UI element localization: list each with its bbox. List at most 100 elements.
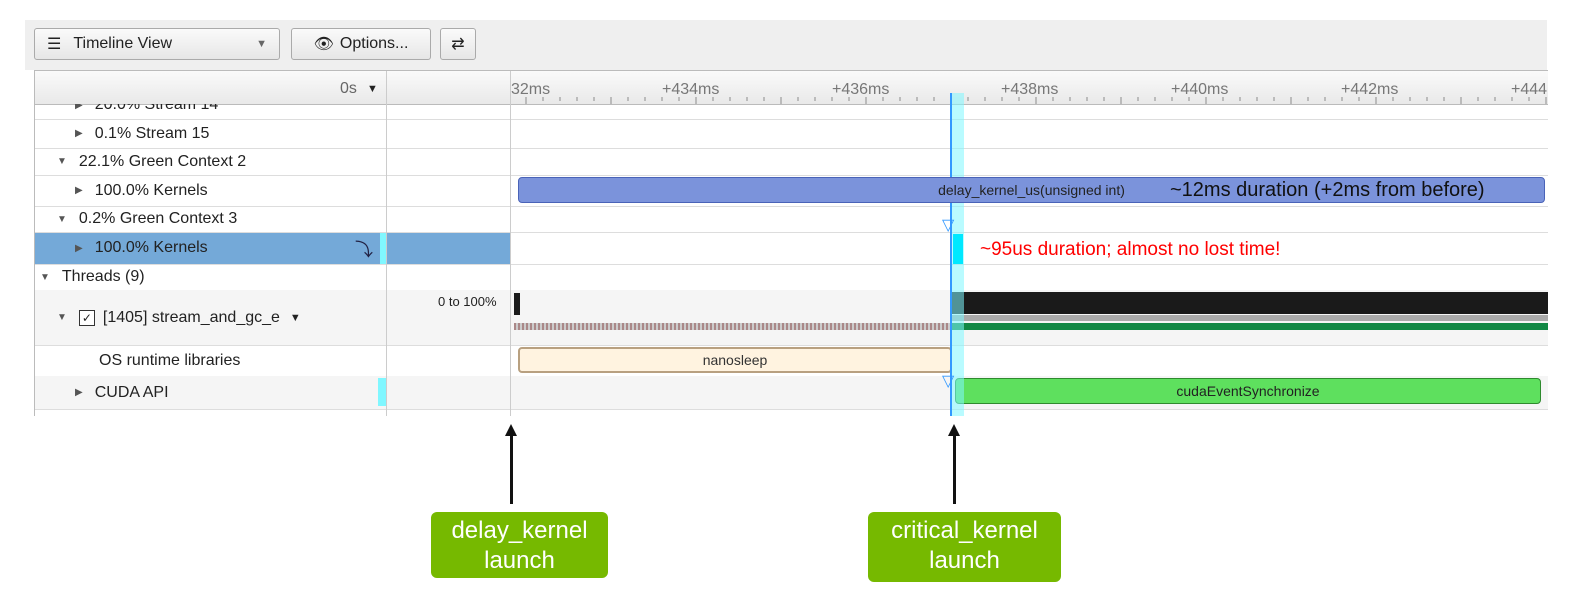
- tick-mark: [1205, 97, 1207, 104]
- row-label: 0.2% Green Context 3: [78, 210, 238, 227]
- tick-mark: [916, 97, 918, 101]
- menu-icon: ☰: [47, 36, 62, 53]
- row-threads[interactable]: ▼Threads (9): [35, 264, 1548, 291]
- options-label: Options...: [339, 35, 409, 52]
- arrow-up-icon: [948, 424, 960, 436]
- swap-button[interactable]: ⇄: [440, 28, 476, 60]
- critical-kernel-mark[interactable]: [953, 234, 963, 264]
- row-label: 100.0% Kernels: [94, 181, 208, 199]
- row-label: CUDA API: [94, 383, 169, 401]
- tick-mark: [1358, 97, 1360, 101]
- tick-mark: [967, 97, 969, 101]
- jump-icon[interactable]: ⤵: [355, 240, 373, 260]
- tick-mark: [729, 97, 731, 101]
- tick-mark: [1137, 97, 1139, 101]
- tick-mark: [797, 97, 799, 101]
- tick-label: +436ms: [832, 81, 890, 98]
- tick-mark: [1035, 97, 1037, 104]
- cuda-event-sync-bar[interactable]: cudaEventSynchronize: [955, 378, 1541, 404]
- row-label: 22.1% Green Context 2: [78, 152, 247, 170]
- tick-label: +444: [1511, 81, 1548, 98]
- cursor-line[interactable]: [950, 93, 952, 416]
- tick-mark: [1171, 97, 1173, 101]
- swap-icon: ⇄: [451, 36, 465, 53]
- tick-mark: [678, 97, 680, 101]
- row-gc2-kernels[interactable]: ▶100.0% Kernels: [35, 175, 1548, 207]
- row-thread[interactable]: ▼ ✓ [1405] stream_and_gc_e ▼ 0 to 100%: [35, 290, 1548, 346]
- tick-mark: [1052, 97, 1054, 101]
- chevron-down-icon: ▼: [256, 38, 267, 50]
- tick-mark: [763, 97, 765, 101]
- critical-note: ~95us duration; almost no lost time!: [980, 239, 1281, 260]
- arrow-up-icon: [505, 424, 517, 436]
- tick-mark: [1375, 97, 1377, 104]
- tick-mark: [1341, 97, 1343, 101]
- tick-mark: [1477, 97, 1479, 101]
- arrow-line: [510, 434, 513, 504]
- tick-mark: [1443, 97, 1445, 101]
- tick-mark: [627, 97, 629, 101]
- delay-note: ~12ms duration (+2ms from before): [1170, 179, 1485, 201]
- row-gc3[interactable]: ▼0.2% Green Context 3: [35, 206, 1548, 233]
- tick-mark: [1511, 97, 1513, 101]
- tick-mark: [1222, 97, 1224, 101]
- tick-mark: [1103, 97, 1105, 101]
- row-gc3-kernels[interactable]: ▶100.0% Kernels ⤵: [35, 232, 1548, 265]
- tick-mark: [559, 97, 561, 101]
- tick-mark: [1120, 97, 1122, 104]
- tick-mark: [576, 97, 578, 101]
- tick-mark: [933, 97, 935, 101]
- arrow-line: [953, 434, 956, 504]
- timeline-panel: ▶100.0% Kernels ⤵ 0s ▼ 32ms+434ms+436ms+…: [34, 70, 1548, 416]
- flow-arrow-icon: ▽: [942, 373, 955, 390]
- tick-mark: [1426, 97, 1428, 101]
- tick-mark: [848, 97, 850, 101]
- tick-mark: [984, 97, 986, 101]
- thread-checkbox[interactable]: ✓: [78, 309, 95, 326]
- tick-mark: [1409, 97, 1411, 101]
- options-button[interactable]: 👁 Options...: [291, 28, 431, 60]
- row-label: 100.0% Kernels: [94, 239, 208, 256]
- tick-mark: [831, 97, 833, 101]
- tick-mark: [610, 97, 612, 104]
- chevron-down-icon[interactable]: ▼: [367, 83, 378, 95]
- tick-mark: [746, 97, 748, 101]
- tick-mark: [1307, 97, 1309, 101]
- tick-mark: [1494, 97, 1496, 101]
- nanosleep-bar[interactable]: nanosleep: [518, 347, 952, 373]
- tick-mark: [542, 97, 544, 101]
- tick-mark: [1001, 97, 1003, 101]
- row-stream15[interactable]: ▶0.1% Stream 15: [35, 119, 1548, 149]
- tick-mark: [644, 97, 646, 101]
- eye-icon: 👁: [313, 36, 334, 53]
- tick-mark: [1188, 97, 1190, 101]
- tick-label: +442ms: [1341, 81, 1399, 98]
- tick-mark: [1154, 97, 1156, 101]
- thread-range: 0 to 100%: [438, 294, 497, 309]
- row-gc2[interactable]: ▼22.1% Green Context 2: [35, 148, 1548, 176]
- tick-mark: [780, 97, 782, 104]
- tick-label: +440ms: [1171, 81, 1229, 98]
- tick-mark: [661, 97, 663, 101]
- row-stream14[interactable]: ▶20.0% Stream 14: [35, 104, 1548, 120]
- tick-mark: [1290, 97, 1292, 104]
- tick-mark: [1460, 97, 1462, 104]
- tick-mark: [593, 97, 595, 101]
- tick-mark: [1528, 97, 1530, 101]
- tick-mark: [712, 97, 714, 101]
- row-label: 0.1% Stream 15: [94, 124, 210, 142]
- time-origin[interactable]: 0s: [340, 80, 357, 97]
- tick-mark: [1069, 97, 1071, 101]
- row-label: 20.0% Stream 14: [94, 104, 219, 113]
- view-selector[interactable]: ☰ Timeline View ▼: [34, 28, 280, 60]
- tick-mark: [1324, 97, 1326, 101]
- bar-label: cudaEventSynchronize: [1176, 383, 1320, 399]
- tick-label: +434ms: [662, 81, 720, 98]
- tick-mark: [1086, 97, 1088, 101]
- bar-label: nanosleep: [702, 352, 768, 368]
- tick-mark: [1256, 97, 1258, 101]
- tick-mark: [899, 97, 901, 101]
- delay-launch-callout: delay_kernel launch: [431, 512, 608, 578]
- delay-kernel-bar[interactable]: delay_kernel_us(unsigned int): [518, 177, 1545, 203]
- chevron-down-icon[interactable]: ▼: [289, 311, 301, 324]
